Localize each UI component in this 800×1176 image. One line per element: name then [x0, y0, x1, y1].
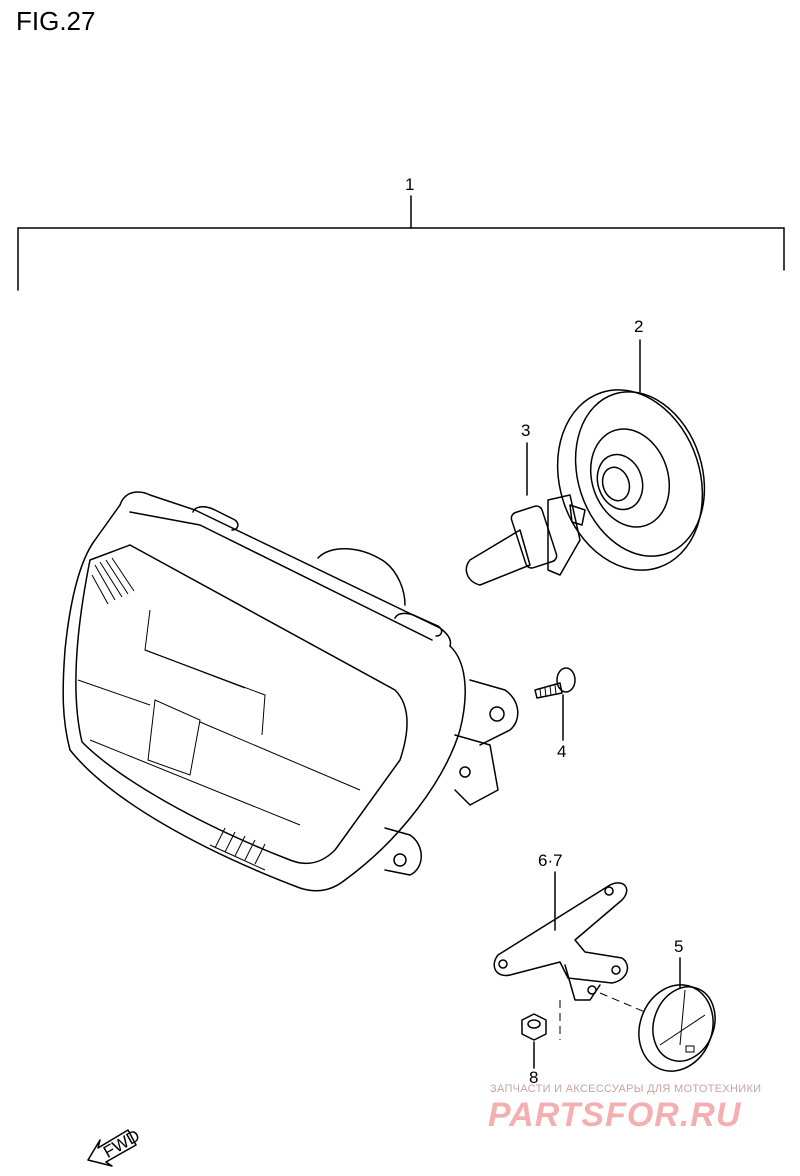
callout-3: 3: [521, 421, 530, 440]
watermark-tagline: ЗАПЧАСТИ И АКСЕССУАРЫ ДЛЯ МОТОТЕХНИКИ: [490, 1083, 762, 1095]
callout-8: 8: [529, 1068, 538, 1087]
callout-4: 4: [557, 742, 566, 761]
fwd-label: FWD: [100, 1126, 143, 1162]
assembly-bracket: [17, 195, 785, 291]
headlamp-housing: [62, 491, 519, 892]
socket-cover: [556, 339, 706, 571]
callout-2: 2: [634, 317, 643, 336]
cap: [638, 957, 716, 1072]
watermark-logo: PARTSFOR.RU: [488, 1096, 742, 1134]
callout-1: 1: [405, 175, 414, 194]
callout-5: 5: [674, 937, 683, 956]
callout-6-7: 6·7: [538, 851, 563, 870]
figure-title: FIG.27: [16, 6, 96, 36]
mounting-bracket: [493, 871, 646, 1040]
mounting-bolt: [534, 667, 576, 741]
headlamp-bulb: [465, 442, 586, 586]
nut: [521, 1013, 547, 1069]
fwd-arrow-icon: FWD: [87, 1126, 143, 1167]
